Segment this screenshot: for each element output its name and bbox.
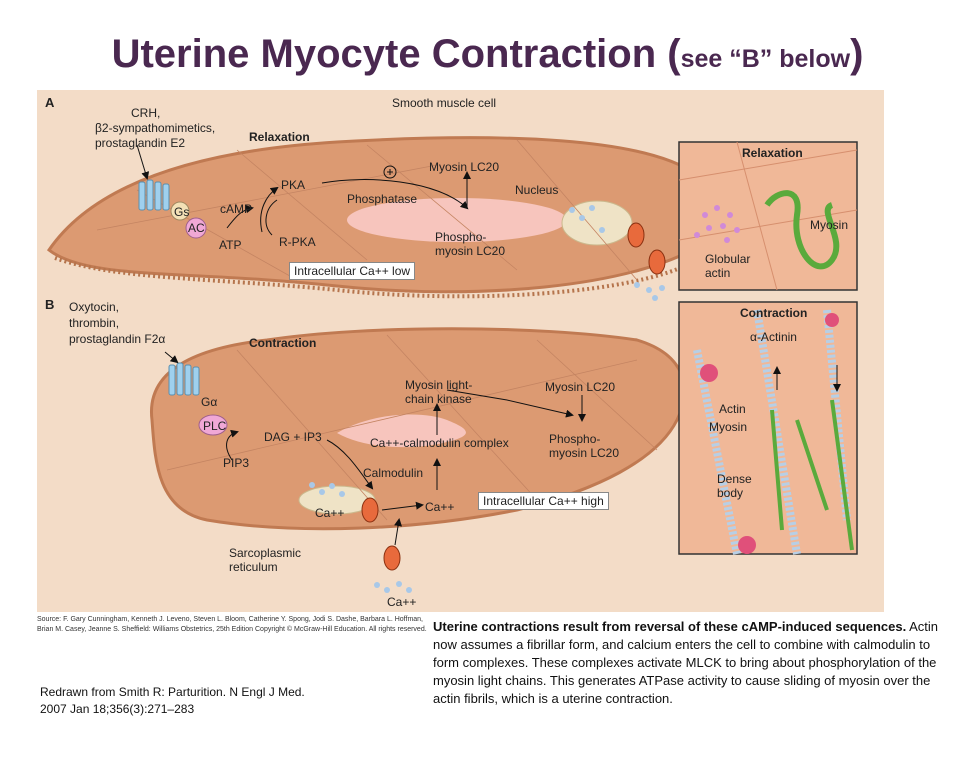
inset-a-title: Relaxation (742, 146, 803, 160)
gs-label: Gs (174, 205, 190, 219)
cell-b (149, 327, 686, 531)
ca-label-3: Ca++ (387, 595, 417, 609)
myosin-lc20-a: Myosin LC20 (429, 160, 500, 174)
ca-high-label: Intracellular Ca++ high (478, 492, 609, 510)
nucleus-label: Nucleus (515, 183, 559, 197)
inset-b-myosin: Myosin (709, 420, 748, 434)
inset-b-actinin: α-Actinin (750, 330, 797, 344)
pip3-label: PIP3 (223, 456, 250, 470)
receptor-b (168, 362, 228, 436)
complex-label: Ca++-calmodulin complex (370, 436, 509, 450)
cell-label: Smooth muscle cell (392, 96, 497, 110)
ca-label-1: Ca++ (315, 506, 345, 520)
pka-label: PKA (281, 178, 306, 192)
diagram-graphics (46, 136, 858, 593)
diagram-panel: A Smooth muscle cell CRH, β2-sympathomim… (37, 90, 884, 612)
myosin-lc20-b: Myosin LC20 (545, 380, 616, 394)
agonist-b-3: prostaglandin F2α (69, 332, 166, 346)
phospho-lc20-a: Phospho- myosin LC20 (435, 230, 506, 258)
inset-relaxation (678, 141, 858, 291)
camp-label: cAMP (220, 202, 253, 216)
agonist-a-2: β2-sympathomimetics, (95, 121, 216, 135)
ac-label: AC (188, 221, 205, 235)
state-relaxation: Relaxation (249, 130, 310, 144)
inset-a-actin: Globular actin (705, 252, 751, 280)
cell-a (46, 136, 711, 299)
page-title: Uterine Myocyte Contraction (see “B” bel… (111, 32, 864, 76)
dag-label: DAG + IP3 (264, 430, 322, 444)
inset-b-title: Contraction (740, 306, 808, 320)
phosphatase-label: Phosphatase (347, 192, 418, 206)
panel-a-letter: A (45, 95, 55, 110)
panel-b-letter: B (45, 297, 55, 312)
atp-label: ATP (219, 238, 242, 252)
agonist-a-1: CRH, (131, 106, 161, 120)
ga-label: Gα (201, 395, 218, 409)
phospho-lc20-b: Phospho- myosin LC20 (549, 432, 620, 460)
inset-b-dense: Dense body (717, 472, 752, 500)
ca-low-label: Intracellular Ca++ low (289, 262, 416, 280)
inset-contraction (678, 301, 858, 555)
source-credit: Source: F. Gary Cunningham, Kenneth J. L… (37, 616, 427, 633)
agonist-b-2: thrombin, (69, 316, 120, 330)
agonist-b-1: Oxytocin, (69, 300, 120, 314)
inset-a-myosin: Myosin (810, 218, 849, 232)
calmodulin-label: Calmodulin (363, 466, 424, 480)
state-contraction: Contraction (249, 336, 317, 350)
inset-b-actin: Actin (719, 402, 746, 416)
agonist-a-3: prostaglandin E2 (95, 136, 186, 150)
figure-caption: Uterine contractions result from reversa… (433, 619, 938, 706)
rpka-label: R-PKA (279, 235, 316, 249)
plc-label: PLC (203, 419, 227, 433)
sr-label: Sarcoplasmic reticulum (229, 546, 302, 574)
mlck-label: Myosin light- chain kinase (405, 378, 473, 406)
redrawn-citation: Redrawn from Smith R: Parturition. N Eng… (40, 685, 305, 716)
receptor-a (138, 179, 207, 239)
ca-label-2: Ca++ (425, 500, 455, 514)
